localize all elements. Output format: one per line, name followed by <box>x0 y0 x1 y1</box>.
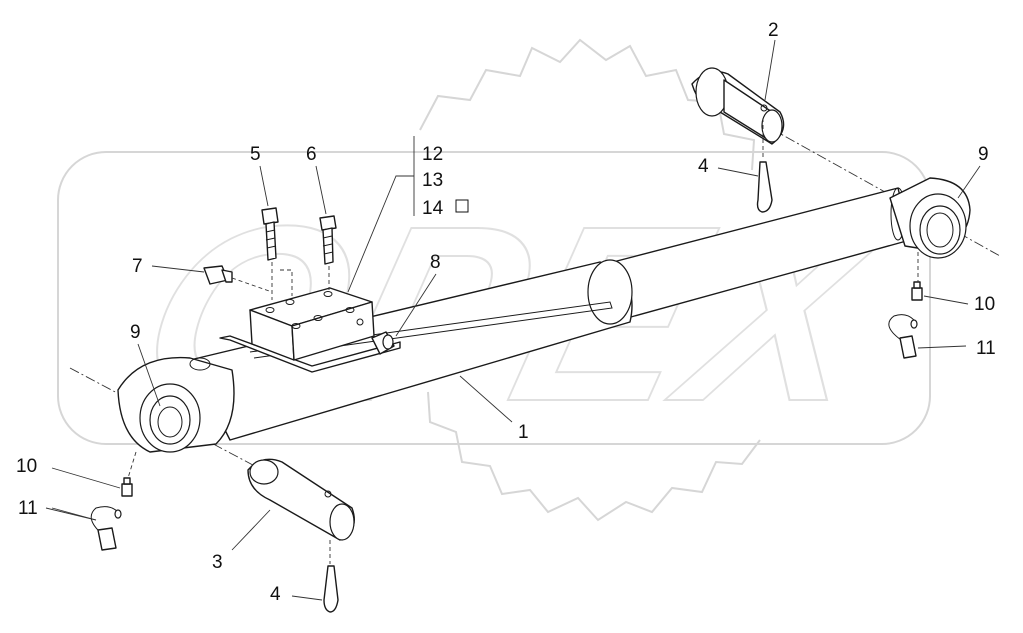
fitting-7 <box>203 265 233 285</box>
dust-cap-11-left <box>90 506 122 551</box>
callout-10-left: 10 <box>16 456 37 477</box>
callout-labels: 1 2 3 4 4 5 6 7 8 9 9 10 10 11 11 12 13 … <box>16 20 996 605</box>
callout-2: 2 <box>768 20 779 41</box>
callout-9-right: 9 <box>978 144 989 165</box>
leader-lines <box>45 39 981 601</box>
callout-11-right: 11 <box>976 338 996 359</box>
plug-8 <box>371 331 395 355</box>
callout-10-right: 10 <box>974 294 995 315</box>
grease-fitting-10-right <box>911 252 923 301</box>
callout-3: 3 <box>212 552 223 573</box>
grease-fitting-10-left <box>121 451 137 497</box>
callout-5: 5 <box>250 144 261 165</box>
cylinder-barrel <box>189 259 633 441</box>
callout-14-box <box>455 199 469 213</box>
bolt-5 <box>261 207 279 261</box>
callout-4-lower: 4 <box>270 584 281 605</box>
callout-7: 7 <box>132 256 143 277</box>
callout-13: 13 <box>422 170 443 191</box>
dust-cap-11-right <box>888 314 918 359</box>
fitting-7-axis <box>231 269 293 296</box>
base-end-eye <box>117 356 235 453</box>
callout-14: 14 <box>422 198 444 219</box>
callout-6: 6 <box>306 144 317 165</box>
pin-3 <box>247 458 355 541</box>
valve-block <box>219 287 401 373</box>
cotter-pin-4-upper <box>756 118 773 213</box>
callout-1: 1 <box>518 422 529 443</box>
callout-9-left: 9 <box>130 322 141 343</box>
callout-12: 12 <box>422 144 443 165</box>
rod-end-eye <box>889 177 971 259</box>
callout-8: 8 <box>430 252 441 273</box>
pin-2 <box>691 67 785 145</box>
callout-4-upper: 4 <box>698 156 709 177</box>
bolt-6 <box>319 215 337 265</box>
cotter-pin-4-lower <box>323 540 339 613</box>
callout-11-left: 11 <box>18 498 38 519</box>
